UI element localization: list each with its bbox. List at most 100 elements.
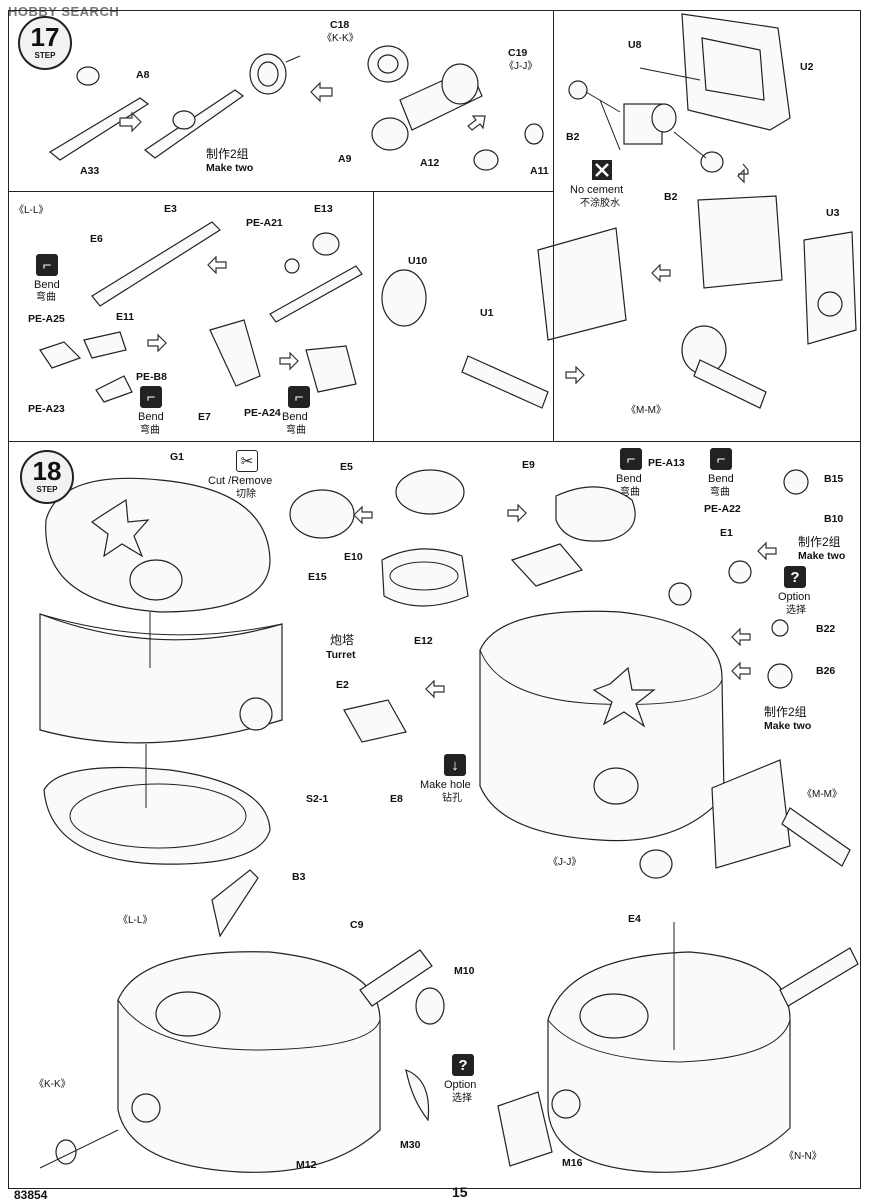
label-u2: U2 [800,61,814,73]
bottom-art [39,869,859,1173]
bend-icon: ⌐ [140,386,162,408]
label-pe-a25: PE-A25 [28,313,65,325]
label-e1: E1 [720,527,733,539]
label-e11: E11 [116,311,135,323]
step-number: 17 [30,22,60,52]
label-e4: E4 [628,913,641,925]
label-c9: C9 [350,919,364,931]
label-e12: E12 [414,635,433,647]
label-a12: A12 [420,157,440,169]
hole-en: Make hole [420,779,471,791]
label-s2-1: S2-1 [306,793,329,805]
cut-en: Cut /Remove [208,475,273,487]
drill-icon: ↓ [444,754,466,776]
label-b2-left: B2 [566,131,580,143]
step-word: STEP [36,485,58,494]
label-e10: E10 [344,551,363,563]
no-cement-en: No cement [570,184,624,196]
label-e8: E8 [390,793,403,805]
bend-icon: ⌐ [710,448,732,470]
label-a33: A33 [80,165,100,177]
hole-cn: 钻孔 [442,793,462,804]
label-e2: E2 [336,679,349,691]
page-number: 15 [452,1184,468,1200]
turret-cn: 炮塔 [330,633,355,647]
site-logo: HOBBY SEARCH [8,4,120,19]
option-icon: ? [784,566,806,588]
step-badge-17: 17 STEP [18,16,72,70]
bend-icon: ⌐ [288,386,310,408]
bend3-en: Bend [282,411,308,423]
option-cn: 选择 [786,605,806,616]
label-b15: B15 [824,473,844,485]
label-m12: M12 [296,1159,317,1171]
bend-icon: ⌐ [620,448,642,470]
label-a9: A9 [338,153,352,165]
bend2-cn-18: 弯曲 [710,487,730,498]
panel-u-assembly [553,10,861,442]
panel-step18 [8,441,861,1189]
label-m16: M16 [562,1157,583,1169]
label-m10: M10 [454,965,475,977]
option-en-bottom: Option [444,1079,477,1091]
bend-cn: 弯曲 [36,292,56,303]
make-two-en: Make two [206,162,254,174]
label-e6: E6 [90,233,103,245]
bend-cn-18: 弯曲 [620,487,640,498]
make-two-cn: 制作2组 [206,147,249,161]
make-two-en-18: Make two [798,550,846,562]
label-e15: E15 [308,571,327,583]
label-b10: B10 [824,513,844,525]
bend-en-18: Bend [616,473,642,485]
option-icon: ? [452,1054,474,1076]
make-two2-en: Make two [764,720,812,732]
make-two-cn-18: 制作2组 [798,535,841,549]
label-kk-bottom: 《K-K》 [34,1079,71,1090]
label-pe-a24: PE-A24 [244,407,281,419]
label-a11: A11 [530,165,549,177]
label-ll-bottom: 《L-L》 [118,915,153,926]
label-e13: E13 [314,203,333,215]
label-e9: E9 [522,459,535,471]
bend3-cn: 弯曲 [286,425,306,436]
label-b22: B22 [816,623,836,635]
cut-icon: ✂ [236,450,258,472]
label-pe-a21: PE-A21 [246,217,283,229]
bend-en: Bend [34,279,60,291]
label-b3: B3 [292,871,306,883]
l-art [39,221,363,403]
product-code: 83854 [14,1188,48,1202]
bend2-en-18: Bend [708,473,734,485]
label-jj: 《J-J》 [504,61,538,72]
make-two2-cn: 制作2组 [764,705,807,719]
label-u1: U1 [480,307,494,319]
no-cement-cn: 不涂胶水 [580,198,620,209]
label-c19: C19 [508,47,528,59]
label-u10: U10 [408,255,428,267]
label-mm-18: 《M-M》 [802,789,842,800]
step-number: 18 [32,456,62,486]
label-a8: A8 [136,69,150,81]
label-c18: C18 [330,19,350,31]
label-b2-right: B2 [664,191,678,203]
label-pe-a23: PE-A23 [28,403,65,415]
label-e5: E5 [340,461,353,473]
bend2-en: Bend [138,411,164,423]
turret-en: Turret [326,649,356,661]
bend2-cn: 弯曲 [140,425,160,436]
label-pe-a13: PE-A13 [648,457,685,469]
step-word: STEP [34,51,56,60]
label-ll: 《L-L》 [14,205,49,216]
label-e7: E7 [198,411,211,423]
label-pe-a22: PE-A22 [704,503,741,515]
step-badge-18: 18 STEP [20,450,74,504]
label-mm: 《M-M》 [626,405,666,416]
step18-art [39,469,851,879]
label-pe-b8: PE-B8 [136,371,167,383]
label-jj-18: 《J-J》 [548,857,582,868]
label-m30: M30 [400,1139,421,1151]
option-en: Option [778,591,811,603]
label-b26: B26 [816,665,836,677]
step17-art [48,45,544,171]
